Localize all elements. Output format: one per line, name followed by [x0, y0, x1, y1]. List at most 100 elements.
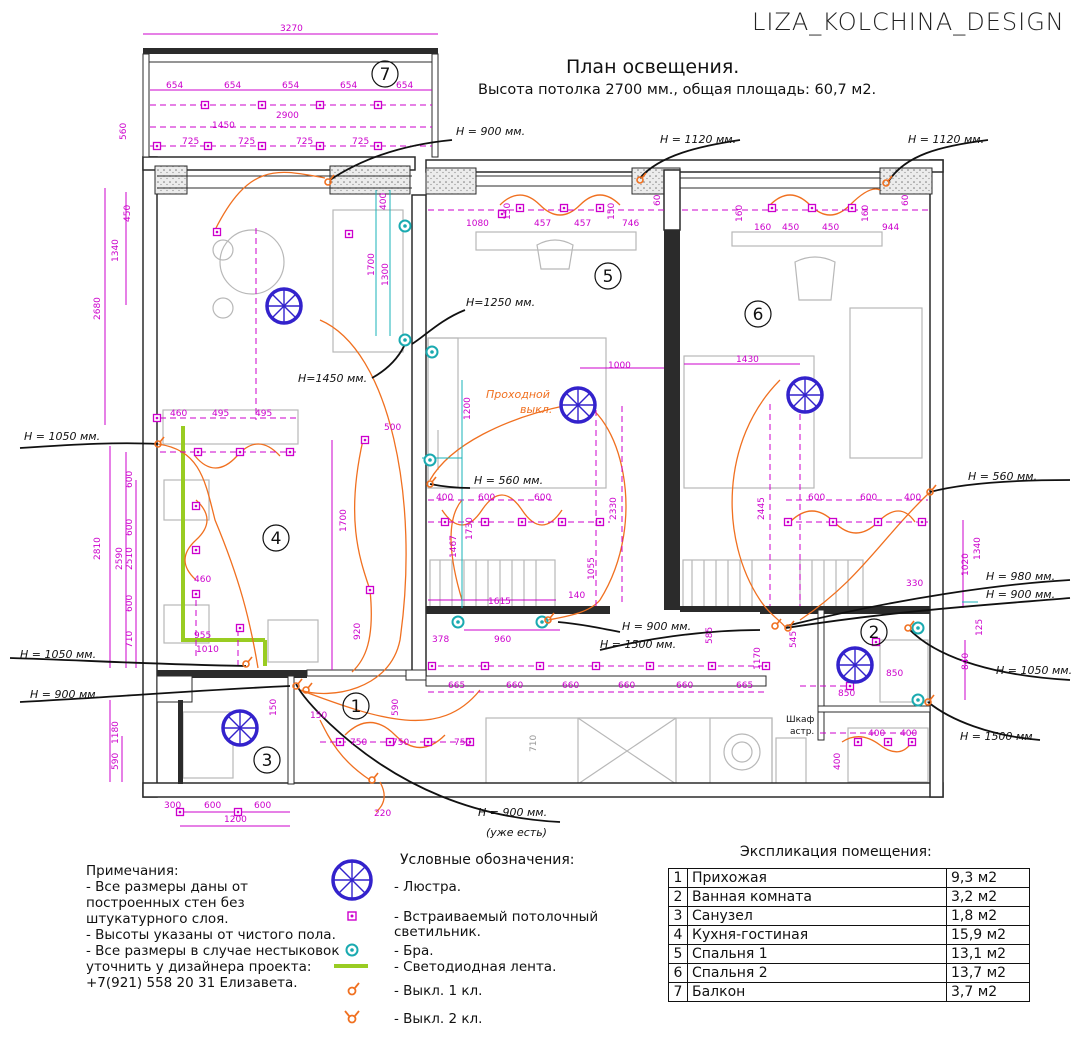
recessed-light-icon: [347, 911, 357, 921]
brand-logo-text: LIZA_KOLCHINA_DESIGN: [752, 8, 1065, 36]
svg-text:Проходной: Проходной: [486, 388, 550, 401]
svg-text:400: 400: [436, 493, 453, 503]
svg-text:150: 150: [310, 711, 327, 721]
svg-text:850: 850: [886, 669, 903, 679]
svg-text:600: 600: [254, 801, 271, 811]
svg-text:665: 665: [736, 681, 753, 691]
svg-text:600: 600: [125, 595, 135, 612]
legend-symbols: [331, 859, 373, 1024]
svg-text:H = 1120 мм.: H = 1120 мм.: [908, 133, 984, 146]
svg-text:1700: 1700: [339, 509, 349, 532]
svg-text:(уже есть): (уже есть): [486, 826, 547, 839]
svg-text:125: 125: [975, 619, 985, 636]
svg-text:725: 725: [352, 137, 369, 147]
svg-text:H = 1500 мм.: H = 1500 мм.: [960, 730, 1036, 743]
svg-text:1615: 1615: [488, 597, 511, 607]
svg-text:2900: 2900: [276, 111, 299, 121]
svg-text:1700: 1700: [367, 253, 377, 276]
svg-text:2810: 2810: [93, 537, 103, 560]
wiring-layer: [157, 171, 931, 813]
note-item: - Высоты указаны от чистого пола.: [86, 927, 336, 943]
svg-text:1467: 1467: [449, 535, 459, 558]
svg-text:457: 457: [574, 219, 591, 229]
room-number-labels: 7 5 6 4 1 2 3: [253, 60, 888, 774]
svg-text:400: 400: [379, 193, 389, 210]
svg-text:1010: 1010: [196, 645, 219, 655]
svg-text:140: 140: [568, 591, 585, 601]
svg-text:590: 590: [391, 699, 401, 716]
dimension-texts: 3270 654 654 654 654 654 2900 1450 725 7…: [93, 24, 985, 825]
svg-text:600: 600: [808, 493, 825, 503]
room-number-3: 3: [262, 751, 273, 771]
svg-text:654: 654: [340, 81, 357, 91]
svg-text:654: 654: [224, 81, 241, 91]
svg-text:746: 746: [622, 219, 639, 229]
svg-text:H = 900 мм.: H = 900 мм.: [986, 588, 1055, 601]
svg-text:600: 600: [534, 493, 551, 503]
svg-text:495: 495: [212, 409, 229, 419]
svg-text:150: 150: [269, 699, 279, 716]
svg-text:Шкаф: Шкаф: [786, 715, 815, 725]
wardrobe-label: Шкаф астр.: [786, 715, 815, 737]
svg-text:955: 955: [194, 631, 211, 641]
svg-text:1340: 1340: [111, 239, 121, 262]
svg-text:H = 560 мм.: H = 560 мм.: [968, 470, 1037, 483]
svg-text:1450: 1450: [212, 121, 235, 131]
svg-text:500: 500: [384, 423, 401, 433]
legend-item-switch-2: - Выкл. 2 кл.: [394, 1011, 483, 1027]
svg-text:450: 450: [123, 205, 133, 222]
note-contact: +7(921) 558 20 31 Елизавета.: [86, 975, 298, 991]
svg-text:160: 160: [754, 223, 771, 233]
svg-text:H = 900 мм.: H = 900 мм.: [30, 688, 99, 701]
plan-subtitle: Высота потолка 2700 мм., общая площадь: …: [478, 82, 877, 98]
passage-switch-label: Проходной выкл.: [486, 388, 552, 416]
legend-item-sconce: - Бра.: [394, 943, 434, 959]
svg-text:457: 457: [534, 219, 551, 229]
svg-text:710: 710: [125, 631, 135, 648]
svg-text:H = 900 мм.: H = 900 мм.: [622, 620, 691, 633]
svg-text:1200: 1200: [463, 397, 473, 420]
svg-text:450: 450: [822, 223, 839, 233]
svg-text:220: 220: [374, 809, 391, 819]
svg-text:60: 60: [653, 194, 663, 206]
room-number-2: 2: [869, 623, 880, 643]
legend-item-switch-1: - Выкл. 1 кл.: [394, 983, 483, 999]
svg-text:660: 660: [562, 681, 579, 691]
svg-text:460: 460: [194, 575, 211, 585]
svg-text:725: 725: [238, 137, 255, 147]
walls-layer: [142, 48, 944, 798]
svg-text:920: 920: [353, 623, 363, 640]
room-number-7: 7: [380, 65, 391, 85]
svg-text:750: 750: [454, 738, 471, 748]
dimension-solid-lines: [104, 33, 966, 827]
chandelier-icon: [331, 859, 373, 901]
notes-block: Примечания: - Все размеры даны от постро…: [86, 863, 346, 991]
svg-text:660: 660: [618, 681, 635, 691]
svg-text:725: 725: [182, 137, 199, 147]
svg-text:600: 600: [125, 471, 135, 488]
svg-text:1080: 1080: [466, 219, 489, 229]
svg-text:495: 495: [255, 409, 272, 419]
plan-title: План освещения.: [566, 56, 740, 78]
explication-title: Экспликация помещения:: [740, 844, 932, 860]
svg-text:H = 900 мм.: H = 900 мм.: [456, 125, 525, 138]
svg-text:600: 600: [478, 493, 495, 503]
svg-text:H=1250 мм.: H=1250 мм.: [466, 296, 535, 309]
legend-item-recessed-light: - Встраиваемый потолочный светильник.: [394, 909, 599, 940]
svg-text:450: 450: [782, 223, 799, 233]
svg-text:1170: 1170: [753, 647, 763, 670]
svg-text:300: 300: [164, 801, 181, 811]
svg-text:H = 1050 мм.: H = 1050 мм.: [996, 664, 1072, 677]
svg-text:330: 330: [906, 579, 923, 589]
svg-text:H = 980 мм.: H = 980 мм.: [986, 570, 1055, 583]
svg-text:1180: 1180: [111, 721, 121, 744]
callout-leaders: [9, 139, 1071, 823]
svg-text:545: 545: [789, 631, 799, 648]
svg-text:400: 400: [868, 729, 885, 739]
svg-text:400: 400: [900, 729, 917, 739]
